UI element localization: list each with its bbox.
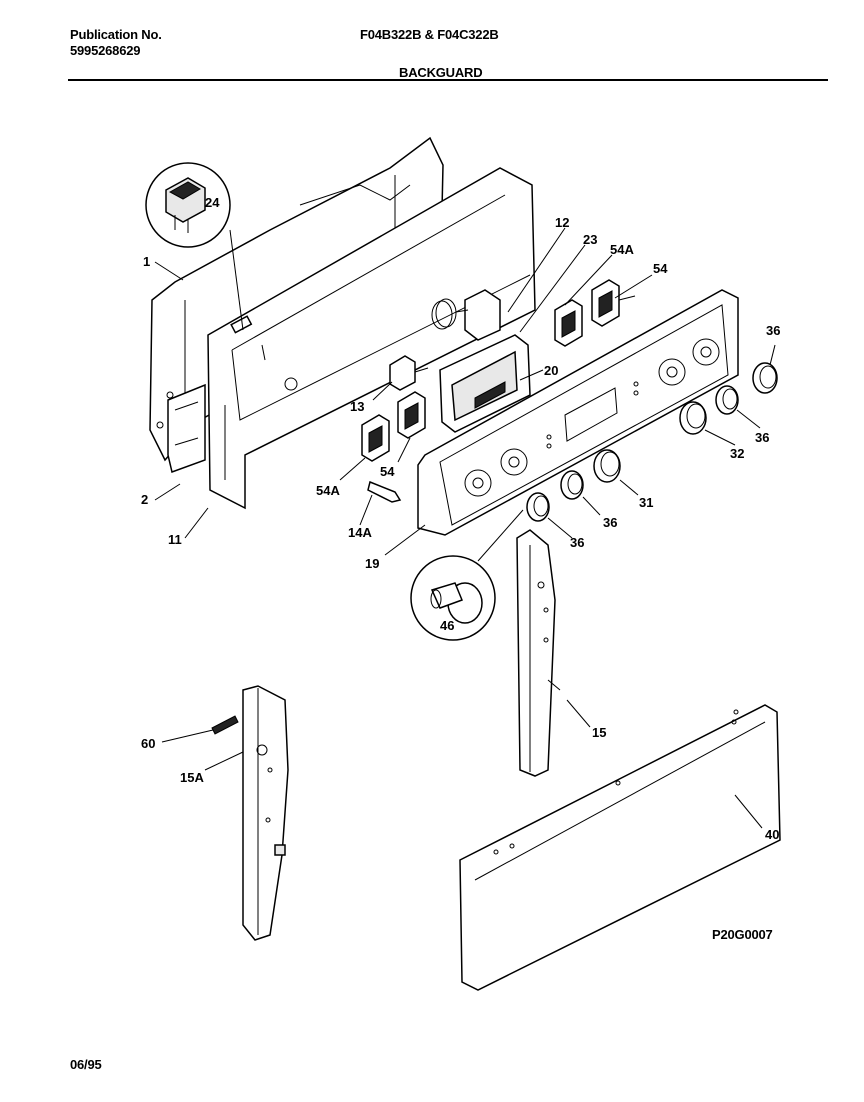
part-14a-terminal [367,480,402,503]
part-40-lower-trim [459,704,781,991]
part-60-screw [211,715,239,735]
part-24-rocker-switch-inset [145,162,244,331]
callout-54-mid: 54 [380,464,395,479]
callout-31: 31 [639,495,653,510]
callout-12: 12 [555,215,569,230]
callout-24: 24 [205,195,220,210]
callout-46: 46 [440,618,454,633]
part-19-control-panel [417,289,739,536]
part-15-right-side-trim [516,529,561,777]
callout-14a: 14A [348,525,372,540]
part-54-middle-switch [397,391,426,439]
part-32-knob [679,401,707,435]
part-20-clock-timer [439,334,531,433]
callout-23: 23 [583,232,597,247]
publication-number: 5995268629 [70,43,141,58]
callout-13: 13 [350,399,364,414]
callout-20: 20 [544,363,558,378]
part-2-side-bracket [167,383,206,473]
callout-36-c: 36 [603,515,617,530]
callout-1: 1 [143,254,150,269]
part-12-thermostat [431,289,501,341]
part-36-knob-d [526,492,550,522]
leader-lines [154,227,776,829]
part-15a-left-side-trim [242,685,289,941]
header-rule [68,79,828,81]
callout-11: 11 [168,532,182,547]
part-54a-middle-switch [361,414,390,462]
part-31-knob [593,449,621,483]
callout-60: 60 [141,736,155,751]
callout-36-a: 36 [766,323,780,338]
part-46-knob-inset [410,509,524,641]
part-11-backguard-frame [207,167,536,510]
callout-19: 19 [365,556,379,571]
callout-32: 32 [730,446,744,461]
callout-15: 15 [592,725,606,740]
callout-2: 2 [141,492,148,507]
part-36-knob-c [560,470,584,500]
callout-54a-top: 54A [610,242,634,257]
publication-label: Publication No. [70,27,162,42]
model-numbers: F04B322B & F04C322B [360,27,499,42]
part-54a-upper-switch [554,299,583,347]
callout-36-b: 36 [755,430,769,445]
part-36-knob-b [715,385,739,415]
callout-54a-mid: 54A [316,483,340,498]
drawing-code: P20G0007 [712,927,773,942]
callout-40: 40 [765,827,779,842]
callout-54-top: 54 [653,261,668,276]
callout-36-d: 36 [570,535,584,550]
section-title: BACKGUARD [399,65,483,80]
part-36-knob-a [752,362,778,394]
part-54-upper-switch [591,279,636,327]
publication-date: 06/95 [70,1057,102,1072]
callout-15a: 15A [180,770,204,785]
